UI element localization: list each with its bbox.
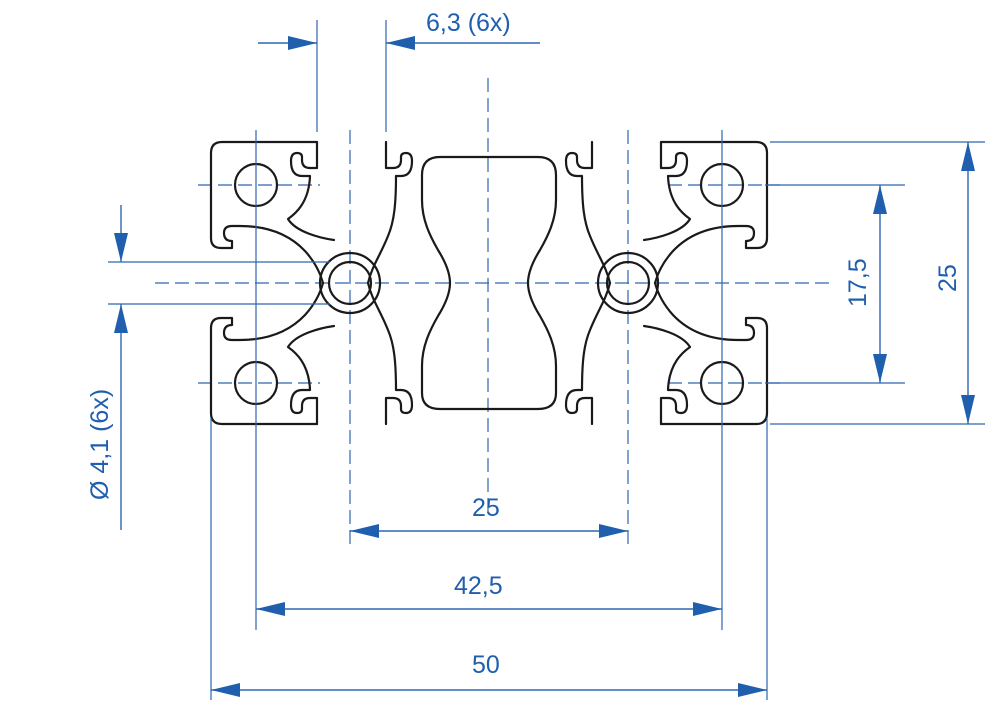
- profile-slot-top-middle-right: [564, 140, 612, 285]
- profile-slot-top-right: [642, 140, 692, 242]
- profile-slot-bottom-middle-right: [564, 281, 612, 426]
- bore-center-right: [605, 260, 651, 306]
- dimension-inner-height: [873, 185, 887, 383]
- dimension-bore-diameter: [114, 205, 128, 530]
- label-bore-diameter: Ø 4,1 (6x): [86, 389, 114, 500]
- dimension-center-distance: [350, 524, 628, 538]
- extension-lines: [108, 20, 985, 700]
- bore-boss-right: [596, 251, 660, 315]
- label-slot-width: 6,3 (6x): [426, 9, 511, 37]
- profile-slot-bottom-right: [642, 324, 692, 426]
- label-overall-height: 25: [934, 264, 962, 292]
- dimension-outer-hole-distance: [256, 602, 722, 616]
- bore-center-left: [327, 260, 373, 306]
- profile-slot-top-left: [286, 140, 336, 242]
- profile-slot-bottom-middle-left: [366, 281, 414, 426]
- profile-outline-top-right: [653, 140, 769, 285]
- label-overall-width: 50: [472, 651, 500, 679]
- dimension-overall-height: [961, 142, 975, 424]
- profile-slot-top-middle-left: [366, 140, 414, 285]
- dimension-overall-width: [211, 683, 767, 697]
- label-outer-hole-distance: 42,5: [454, 572, 503, 600]
- bore-boss-left: [318, 251, 382, 315]
- dimension-slot-width: [258, 36, 540, 50]
- profile-outline-top-left: [209, 140, 325, 285]
- center-lines: [155, 78, 832, 545]
- label-inner-height: 17,5: [844, 258, 872, 307]
- dimension-labels: 6,3 (6x) Ø 4,1 (6x) 25 42,5 50 17,5 25: [86, 9, 962, 679]
- label-center-distance: 25: [472, 494, 500, 522]
- profile-outline-bottom-left: [209, 281, 325, 426]
- profile-central-cavity: [420, 155, 558, 411]
- profile-outline-bottom-right: [653, 281, 769, 426]
- profile-slot-bottom-left: [286, 324, 336, 426]
